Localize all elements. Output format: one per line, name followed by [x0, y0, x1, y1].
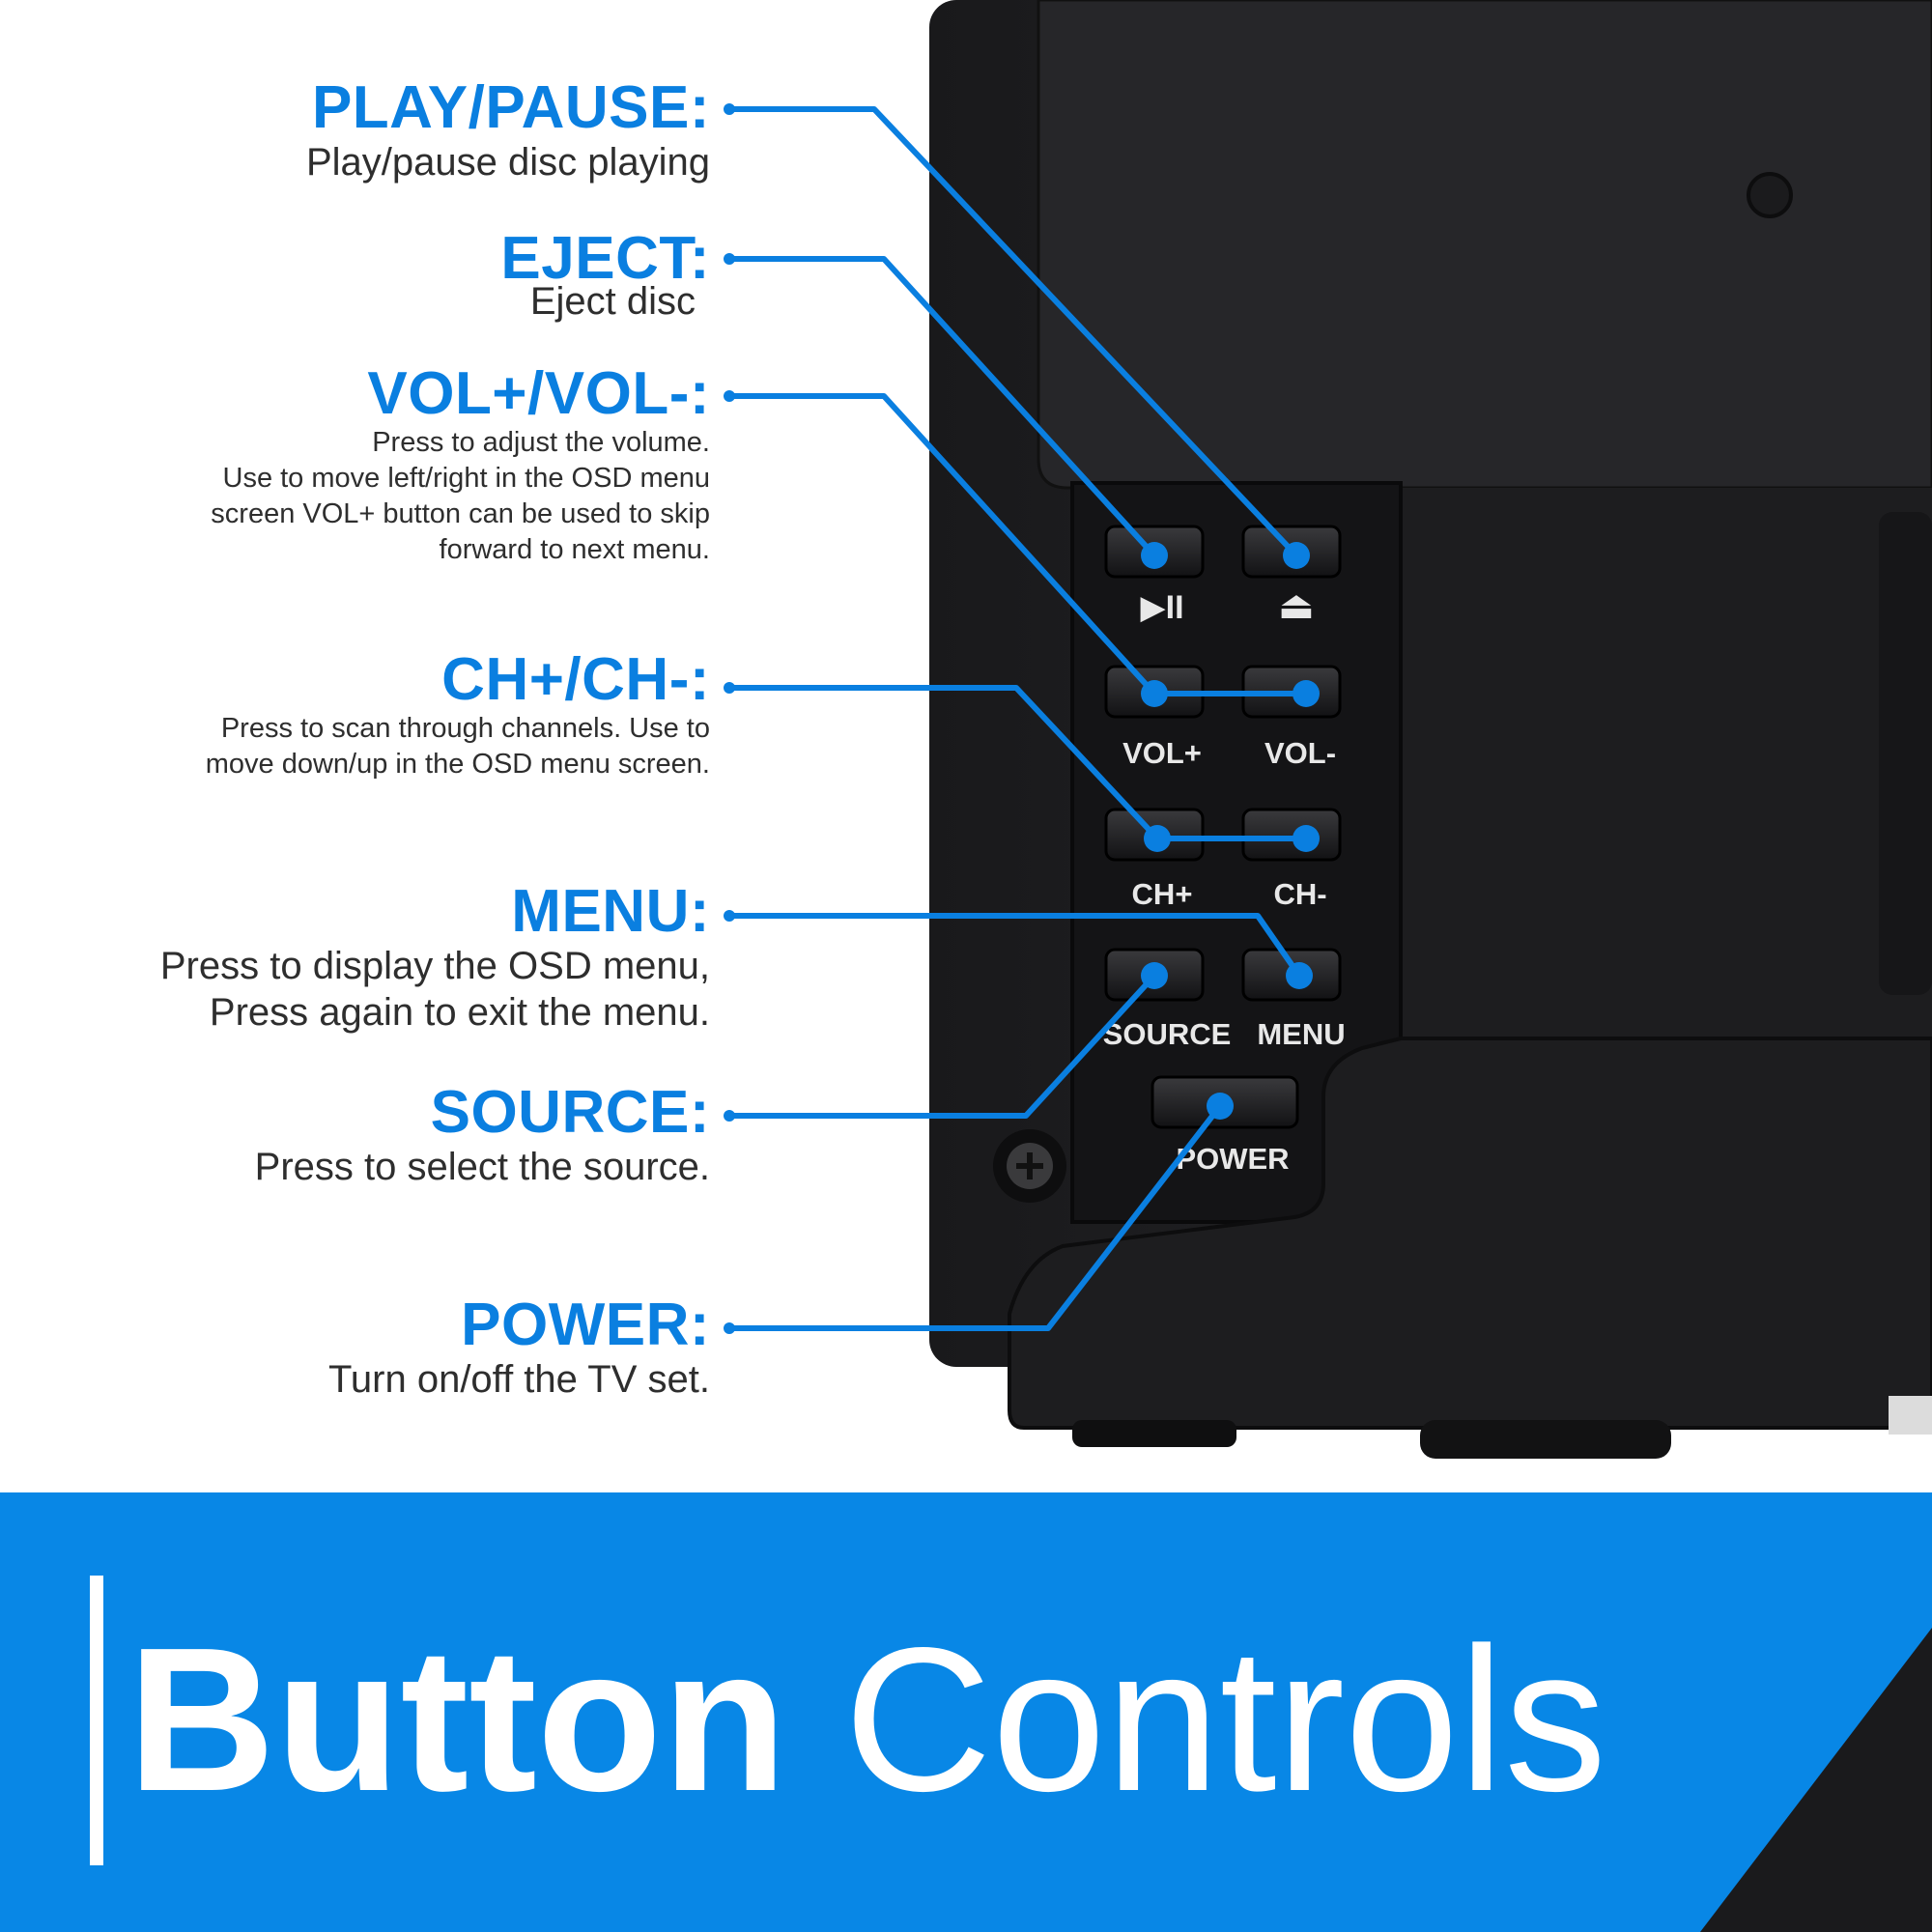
device-base	[1008, 1037, 1932, 1430]
callout-title: POWER:	[461, 1292, 710, 1358]
device-sensor	[1747, 172, 1793, 218]
marker-dot-ch-minus	[1293, 825, 1320, 852]
eject-icon: ⏏	[1278, 584, 1315, 627]
device-foot-left	[1072, 1420, 1236, 1447]
leader-line-vol	[726, 393, 1309, 696]
callout-title: EJECT:	[500, 225, 710, 292]
device-upper-panel	[1037, 0, 1932, 490]
leader-line-menu	[726, 913, 1302, 979]
device-side-recess	[1401, 488, 1932, 1038]
leader-dot	[724, 253, 735, 265]
marker-dot-vol-minus	[1293, 680, 1320, 707]
marker-dot-play-pause	[1141, 542, 1168, 569]
callout-eject: EJECT: Eject disc	[500, 228, 710, 325]
callout-title: VOL+/VOL-:	[367, 360, 710, 427]
callout-source: SOURCE: Press to select the source.	[255, 1082, 710, 1190]
callout-menu: MENU: Press to display the OSD menu, Pre…	[160, 881, 710, 1036]
callout-description: Turn on/off the TV set.	[327, 1358, 710, 1401]
power-label: POWER	[1176, 1142, 1289, 1176]
callout-description: Press to scan through channels. Use to m…	[205, 713, 710, 780]
callout-power: POWER: Turn on/off the TV set.	[328, 1294, 710, 1403]
callout-play-pause: PLAY/PAUSE: Play/pause disc playing	[306, 77, 710, 185]
marker-dot-menu	[1286, 962, 1313, 989]
callout-description: Press to select the source.	[254, 1146, 710, 1188]
banner-title: Button Controls	[128, 1608, 1606, 1831]
callout-description: Play/pause disc playing	[305, 141, 710, 184]
banner-title-regular: Controls	[843, 1605, 1607, 1833]
title-banner: Button Controls	[0, 1492, 1932, 1932]
callout-description: Press to display the OSD menu, Press aga…	[159, 945, 710, 1034]
banner-corner-shape	[1700, 1628, 1932, 1932]
marker-dot-power	[1207, 1093, 1234, 1120]
callout-ch: CH+/CH-: Press to scan through channels.…	[206, 649, 710, 782]
leader-line-ch	[726, 685, 1309, 841]
callout-description: Press to adjust the volume. Use to move …	[211, 427, 710, 565]
leader-dot	[724, 682, 735, 694]
leader-dot	[724, 103, 735, 115]
leader-dot	[724, 390, 735, 402]
device-side-slot	[1879, 512, 1932, 995]
ch-minus-label: CH-	[1273, 877, 1326, 911]
banner-accent-bar	[90, 1576, 103, 1865]
callout-title: SOURCE:	[430, 1079, 710, 1146]
callout-vol: VOL+/VOL-: Press to adjust the volume. U…	[211, 363, 710, 568]
device-foot-right	[1420, 1420, 1671, 1459]
leader-dot	[724, 1110, 735, 1122]
callout-description: Eject disc	[529, 280, 696, 323]
tv-device-illustration: ▶II ⏏ VOL+ VOL- CH+ CH- SOURCE MENU POWE…	[724, 0, 1932, 1459]
callout-title: PLAY/PAUSE:	[311, 74, 710, 141]
marker-dot-ch-plus	[1144, 825, 1171, 852]
leader-dot	[724, 910, 735, 922]
vol-minus-label: VOL-	[1264, 736, 1336, 770]
leader-line-source	[726, 973, 1157, 1119]
ch-plus-label: CH+	[1132, 877, 1193, 911]
vol-plus-label: VOL+	[1122, 736, 1202, 770]
callout-title: MENU:	[511, 878, 710, 945]
callout-title: CH+/CH-:	[441, 646, 710, 713]
marker-dot-eject	[1283, 542, 1310, 569]
play-pause-icon: ▶II	[1140, 589, 1183, 626]
banner-title-bold: Button	[128, 1605, 787, 1833]
leader-line-play-pause	[726, 106, 1299, 558]
menu-label: MENU	[1257, 1017, 1345, 1051]
ch-minus-button[interactable]	[1241, 808, 1342, 862]
leader-line-eject	[726, 256, 1157, 558]
leader-line-power	[726, 1103, 1223, 1331]
marker-dot-source	[1141, 962, 1168, 989]
source-label: SOURCE	[1103, 1017, 1232, 1051]
leader-dot	[724, 1322, 735, 1334]
device-foot-edge	[1889, 1396, 1932, 1435]
marker-dot-vol-plus	[1141, 680, 1168, 707]
